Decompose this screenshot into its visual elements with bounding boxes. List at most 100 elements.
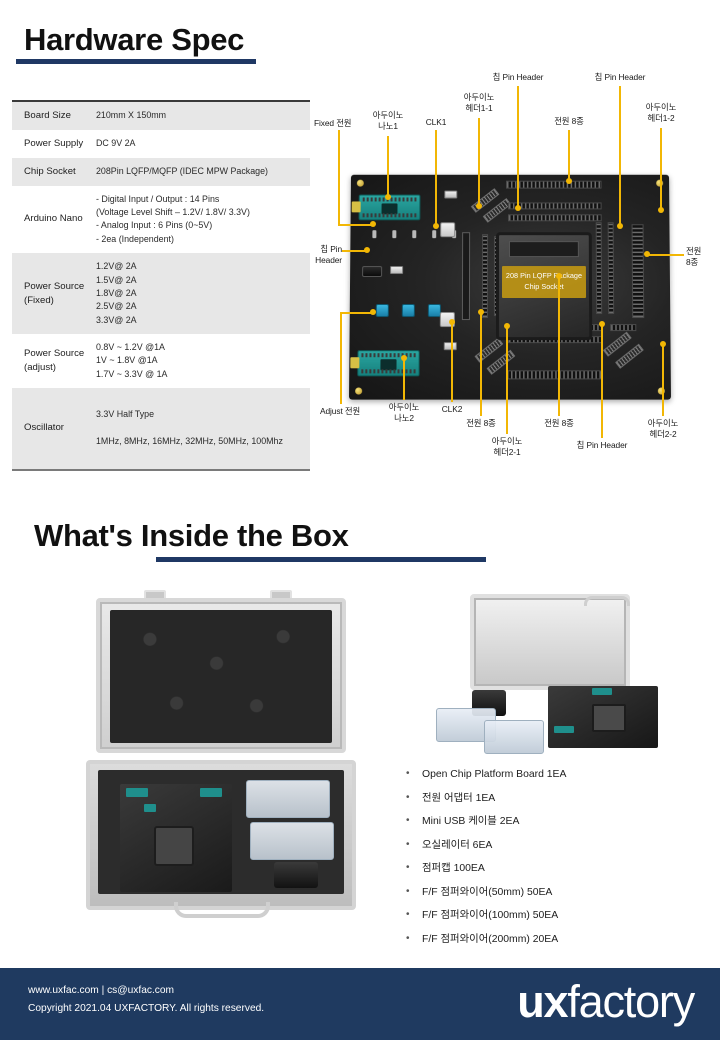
callout-leader-line	[568, 130, 570, 182]
spec-key: Board Size	[24, 110, 71, 121]
callout-leader-line	[338, 130, 340, 226]
bullet-icon: •	[406, 885, 410, 897]
case-handle	[174, 902, 270, 918]
platform-board	[548, 686, 658, 748]
callout-leader-line	[662, 344, 664, 416]
callout-leader-line	[338, 224, 372, 226]
parts-box	[246, 780, 330, 818]
list-item: • Mini USB 케이블 2EA	[406, 815, 706, 828]
callout-leader-line	[478, 118, 480, 206]
spec-value: 0.8V ~ 1.2V @1A 1V ~ 1.8V @1A 1.7V ~ 3.3…	[96, 341, 168, 379]
callout-leader-line	[480, 312, 482, 416]
bullet-icon: •	[406, 815, 410, 826]
spec-key: Arduino Nano	[24, 213, 83, 225]
case-base	[86, 760, 356, 910]
closed-case-body	[470, 594, 630, 690]
callout-power-8-bottom-1: 전원 8종	[466, 418, 496, 428]
spec-key: Chip Socket	[24, 165, 76, 177]
footer-copyright: Copyright 2021.04 UXFACTORY. All rights …	[28, 1002, 265, 1014]
callout-arduino-header-2-1: 아두이노 헤더2-1	[491, 436, 523, 458]
case-base-foam	[98, 770, 344, 894]
callout-leader-line	[340, 312, 372, 314]
case-foam	[110, 610, 332, 743]
footer-contact[interactable]: www.uxfac.com | cs@uxfac.com	[28, 985, 175, 996]
case-lid	[96, 598, 346, 753]
table-row: Power Supply DC 9V 2A	[12, 129, 310, 158]
callout-dot	[556, 273, 562, 279]
callout-dot	[617, 223, 623, 229]
list-item-label: F/F 점퍼와이어(100mm) 50EA	[422, 910, 559, 921]
callout-arduino-header-1-1: 아두이노 헤더1-1	[463, 92, 495, 114]
open-case-photo	[72, 588, 370, 933]
closed-case-photo	[430, 588, 692, 758]
logo-light-part: factory	[567, 976, 695, 1027]
callout-arduino-nano-2: 아두이노 나노2	[388, 402, 420, 424]
uxfactory-logo: uxfactory	[517, 972, 695, 1033]
callout-dot	[449, 319, 455, 325]
callout-dot	[515, 205, 521, 211]
list-item-label: 점퍼캡 100EA	[422, 863, 485, 874]
callout-leader-line	[340, 312, 342, 404]
spec-value: 1.2V@ 2A 1.5V@ 2A 1.8V@ 2A 2.5V@ 2A 3.3V…	[96, 261, 137, 325]
spec-key: Power Source (Fixed)	[24, 280, 85, 306]
spec-value: DC 9V 2A	[96, 138, 136, 149]
list-item: • F/F 점퍼와이어(200mm) 20EA	[406, 933, 706, 946]
callout-leader-line	[435, 130, 437, 226]
callout-clk1: CLK1	[425, 117, 447, 127]
parts-box	[250, 822, 334, 860]
table-row: Power Source (adjust) 0.8V ~ 1.2V @1A 1V…	[12, 333, 310, 389]
table-row: Oscillator 3.3V Half Type 1MHz, 8MHz, 16…	[12, 388, 310, 469]
section-title: What's Inside the Box	[34, 518, 349, 553]
list-item: • F/F 점퍼와이어(50mm) 50EA	[406, 886, 706, 899]
callout-chip-pin-header-top-1: 칩 Pin Header	[492, 72, 544, 82]
callout-dot	[599, 321, 605, 327]
callout-power-8-top: 전원 8종	[554, 116, 584, 126]
hardware-spec-heading: Hardware Spec	[16, 23, 256, 64]
bullet-icon: •	[406, 909, 410, 920]
callout-leader-line	[506, 326, 508, 434]
list-item-label: F/F 점퍼와이어(50mm) 50EA	[422, 886, 553, 898]
callout-leader-line	[648, 254, 684, 256]
bullet-icon: •	[406, 791, 410, 803]
list-item-label: Open Chip Platform Board 1EA	[422, 769, 567, 780]
list-item: • Open Chip Platform Board 1EA	[406, 768, 706, 781]
list-item-label: F/F 점퍼와이어(200mm) 20EA	[422, 933, 559, 945]
callout-leader-line	[342, 250, 366, 252]
callout-arduino-header-2-2: 아두이노 헤더2-2	[647, 418, 679, 440]
spec-value: - Digital Input / Output : 14 Pins (Volt…	[96, 193, 250, 244]
callout-dot	[385, 194, 391, 200]
callout-chip-pin-header-bottom: 칩 Pin Header	[576, 440, 628, 450]
table-row: Arduino Nano - Digital Input / Output : …	[12, 185, 310, 254]
chip-socket-label: 208 Pin LQFP Package Chip Socket	[501, 266, 587, 299]
callout-dot	[660, 341, 666, 347]
callout-dot	[370, 309, 376, 315]
board-diagram: 208 Pin LQFP Package Chip Socket Fixed 전…	[314, 64, 714, 484]
bullet-icon: •	[406, 862, 410, 873]
callout-dot	[658, 207, 664, 213]
callout-leader-line	[451, 322, 453, 402]
callout-arduino-nano-1: 아두이노 나노1	[372, 110, 404, 132]
callout-leader-line	[619, 86, 621, 226]
callout-dot	[644, 251, 650, 257]
callout-dot	[478, 309, 484, 315]
callout-dot	[504, 323, 510, 329]
table-row: Chip Socket 208Pin LQFP/MQFP (IDEC MPW P…	[12, 157, 310, 186]
table-row: Board Size 210mm X 150mm	[12, 102, 310, 130]
spec-value: 208Pin LQFP/MQFP (IDEC MPW Package)	[96, 166, 268, 177]
list-item: • 오실레이터 6EA	[406, 839, 706, 852]
logo-bold-part: ux	[517, 976, 568, 1027]
list-item: • 점퍼캡 100EA	[406, 862, 706, 875]
callout-power-8-right: 전원 8종	[686, 246, 702, 268]
callout-chip-pin-header-top-2: 칩 Pin Header	[594, 72, 646, 82]
callout-dot	[433, 223, 439, 229]
parts-box	[484, 720, 544, 754]
list-item-label: 오실레이터 6EA	[422, 839, 493, 851]
callout-leader-line	[517, 86, 519, 208]
spec-key: Oscillator	[24, 422, 64, 434]
callout-leader-line	[558, 276, 560, 416]
platform-board	[120, 784, 232, 892]
spec-value-sub: 1MHz, 8MHz, 16MHz, 32MHz, 50MHz, 100Mhz	[96, 436, 283, 447]
callout-leader-line	[601, 324, 603, 438]
callout-clk2: CLK2	[441, 404, 463, 414]
bullet-icon: •	[406, 768, 410, 779]
